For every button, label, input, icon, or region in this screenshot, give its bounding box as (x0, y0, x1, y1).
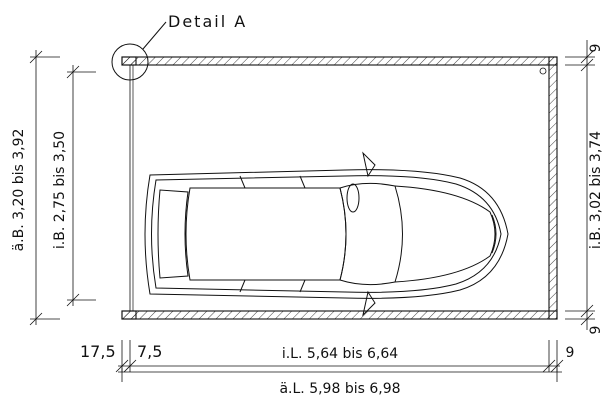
right-wall-label: 9 (588, 326, 604, 335)
car-door-line-1 (239, 175, 246, 189)
detail-leader (142, 21, 167, 50)
garage-walls (121, 56, 558, 320)
detail-a-marker (111, 21, 167, 81)
right-wall (548, 56, 558, 320)
outer-length-label: ä.L. 5,98 bis 6,98 (279, 381, 400, 397)
bottom-wall-label: 9 (566, 345, 575, 361)
right-inner-width-label: i.B. 3,02 bis 3,74 (588, 131, 604, 249)
car-mirror-bottom (362, 290, 376, 317)
left-gap-label: 7,5 (137, 342, 162, 361)
car-steering-wheel (346, 183, 360, 213)
car-front-grille (491, 214, 497, 254)
car-roof (185, 187, 347, 281)
top-wall-label: 9 (588, 44, 604, 53)
top-wall (121, 56, 558, 66)
car-body-outer (144, 169, 509, 299)
car-door-line-4 (299, 279, 306, 293)
outer-width-label: ä.B. 3,20 bis 3,92 (11, 129, 27, 252)
inner-width-label: i.B. 2,75 bis 3,50 (52, 131, 68, 249)
interior-outline (129, 64, 550, 312)
left-wall-top-stub (121, 56, 137, 66)
car-door-line-2 (299, 175, 306, 189)
detail-circle (111, 43, 149, 81)
left-wall-bottom-stub (121, 310, 137, 320)
garage-interior (129, 64, 550, 312)
car-door-line-3 (239, 279, 246, 293)
detail-label: Detail A (168, 12, 247, 31)
dimension-lines (29, 40, 595, 382)
car-hood (394, 185, 496, 283)
car-windshield (339, 182, 403, 286)
car-rear-window (157, 189, 189, 279)
car-drawing (144, 151, 509, 317)
car-mirror-top (362, 151, 376, 178)
bottom-wall (121, 310, 558, 320)
left-wall-label: 17,5 (80, 342, 116, 361)
corner-drain-symbol (539, 67, 547, 75)
car-body-inner (151, 175, 502, 293)
inner-length-label: i.L. 5,64 bis 6,64 (282, 346, 398, 362)
